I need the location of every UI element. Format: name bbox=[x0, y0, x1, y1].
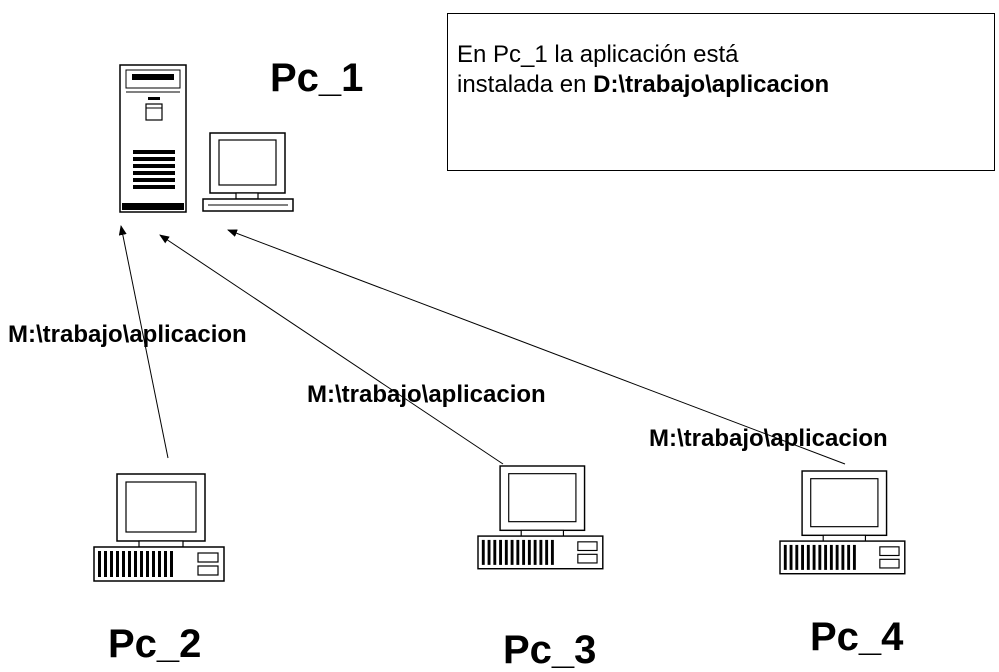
desktop-computer-icon bbox=[779, 470, 906, 575]
desktop-computer-icon bbox=[477, 465, 604, 570]
pc4-mapped-path: M:\trabajo\aplicacion bbox=[649, 425, 888, 452]
server-tower-icon bbox=[119, 64, 187, 213]
arrow-pc2-to-pc1 bbox=[118, 225, 169, 459]
installation-note-line2: instalada en D:\trabajo\aplicacion bbox=[457, 70, 994, 100]
pc2-mapped-path: M:\trabajo\aplicacion bbox=[8, 321, 247, 348]
arrow-pc3-to-pc1 bbox=[159, 234, 504, 465]
desktop-computer-icon bbox=[93, 473, 225, 582]
installation-note-line1: En Pc_1 la aplicación está bbox=[457, 41, 739, 68]
install-path: D:\trabajo\aplicacion bbox=[593, 71, 830, 98]
monitor-icon bbox=[202, 132, 294, 212]
pc2-label: Pc_2 bbox=[108, 622, 202, 666]
arrow-pc4-to-pc1 bbox=[227, 229, 846, 465]
installation-note-box: En Pc_1 la aplicación está instalada en … bbox=[447, 13, 995, 171]
pc4-label: Pc_4 bbox=[810, 615, 904, 659]
pc1-label: Pc_1 bbox=[270, 56, 364, 100]
installation-note-prefix: instalada en bbox=[457, 71, 594, 98]
pc3-label: Pc_3 bbox=[503, 628, 597, 672]
pc3-mapped-path: M:\trabajo\aplicacion bbox=[307, 381, 546, 408]
